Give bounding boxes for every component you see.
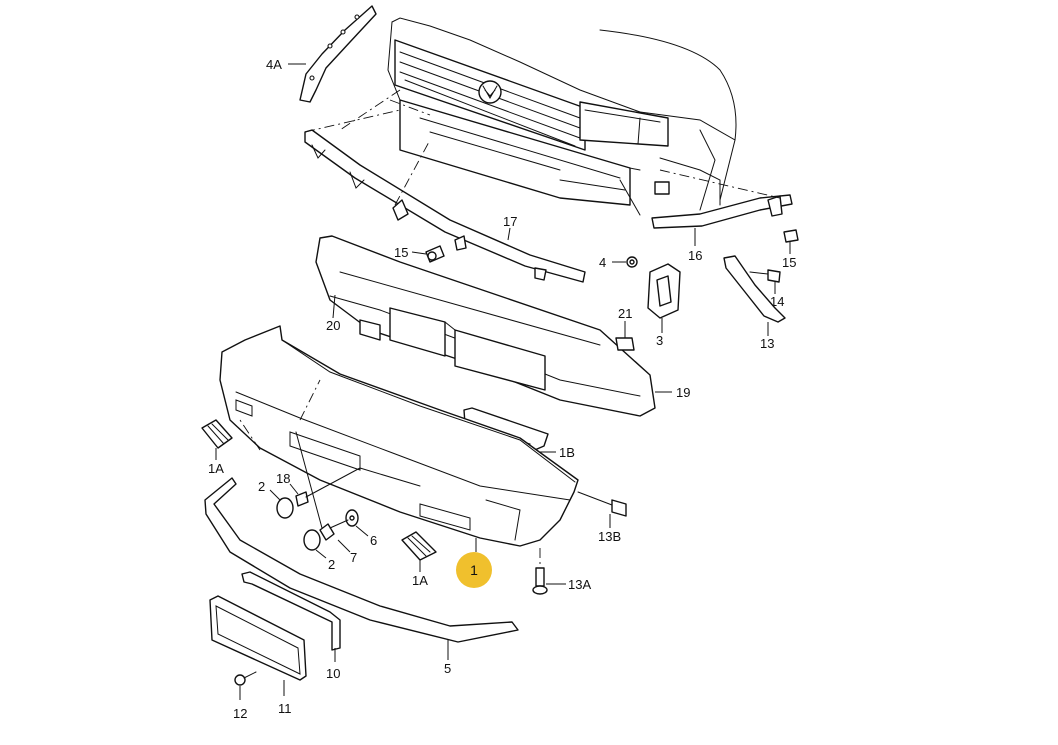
label-5: 5	[444, 661, 451, 676]
label-4a: 4A	[266, 57, 282, 72]
label-12: 12	[233, 706, 247, 721]
label-18: 18	[276, 471, 290, 486]
label-2-lower: 2	[328, 557, 335, 572]
part-15-screw-left	[425, 245, 445, 263]
part-14-bolt	[749, 269, 781, 283]
part-10-plate-carrier	[241, 571, 341, 651]
part-16-side-support	[651, 194, 793, 229]
part-4a-side-bracket	[299, 5, 377, 103]
label-16: 16	[688, 248, 702, 263]
part-18-bolt	[295, 467, 361, 507]
part-5-lower-spoiler	[204, 477, 519, 643]
part-15-screw-right	[783, 229, 799, 243]
part-13-side-bracket	[723, 255, 786, 323]
part-11-plate-frame	[209, 595, 307, 681]
label-6: 6	[370, 533, 377, 548]
label-19: 19	[676, 385, 690, 400]
part-20-bumper-trim	[315, 235, 656, 417]
part-13b-bolt	[577, 491, 627, 517]
part-3-mounting-bracket	[647, 263, 681, 319]
label-7: 7	[350, 550, 357, 565]
label-3: 3	[656, 333, 663, 348]
part-12-screw	[234, 671, 257, 686]
part-1-front-bumper	[219, 325, 579, 547]
part-4-washer	[626, 256, 638, 268]
part-1a-grille-left	[201, 419, 233, 449]
part-21-clip	[615, 337, 635, 351]
label-21: 21	[618, 306, 632, 321]
label-13: 13	[760, 336, 774, 351]
label-14: 14	[770, 294, 784, 309]
label-4: 4	[599, 255, 606, 270]
label-10: 10	[326, 666, 340, 681]
part-13a-screw	[532, 567, 548, 595]
label-17: 17	[503, 214, 517, 229]
label-1b: 1B	[559, 445, 575, 460]
label-15-right: 15	[782, 255, 796, 270]
label-11: 11	[278, 701, 292, 716]
label-1a-left: 1A	[208, 461, 224, 476]
label-1a-right: 1A	[412, 573, 428, 588]
part-17-bumper-reinforcement	[304, 129, 586, 283]
label-20: 20	[326, 318, 340, 333]
label-13a: 13A	[568, 577, 591, 592]
label-1[interactable]: 1	[470, 562, 478, 578]
part-6-washer	[345, 509, 359, 527]
label-2-upper: 2	[258, 479, 265, 494]
label-13b: 13B	[598, 529, 621, 544]
vehicle-front	[387, 17, 737, 216]
part-7-bolt	[295, 431, 349, 541]
part-1a-grille-right	[401, 531, 437, 561]
highlight-marker[interactable]	[456, 552, 492, 588]
label-15-left: 15	[394, 245, 408, 260]
part-2-cap-lower	[303, 529, 321, 551]
part-2-cap-upper	[276, 497, 294, 519]
